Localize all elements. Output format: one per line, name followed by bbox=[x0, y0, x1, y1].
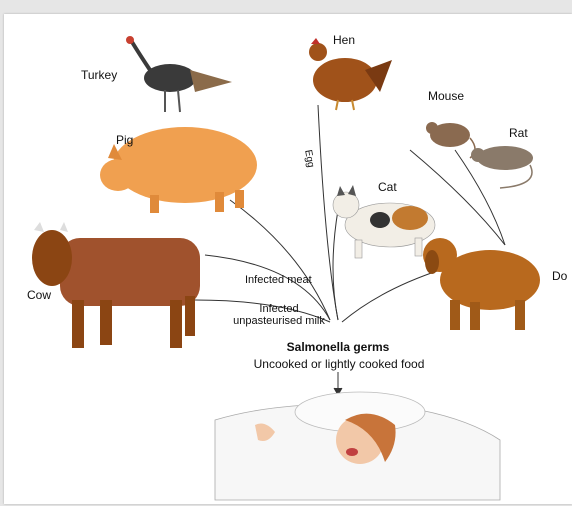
cat-figure bbox=[333, 185, 435, 258]
hen-label: Hen bbox=[333, 34, 355, 47]
uncooked-food-label: Uncooked or lightly cooked food bbox=[228, 358, 450, 371]
salmonella-germs-label: Salmonella germs bbox=[260, 341, 416, 354]
rat-figure bbox=[471, 146, 533, 188]
cow-figure bbox=[32, 222, 200, 348]
rat-label: Rat bbox=[509, 127, 528, 140]
pig-label: Pig bbox=[116, 134, 133, 147]
dog-label: Do bbox=[552, 270, 567, 283]
cat-label: Cat bbox=[378, 181, 397, 194]
mouse-figure bbox=[426, 122, 475, 158]
line-dog bbox=[342, 270, 440, 322]
infected-milk-line1: Infected bbox=[215, 303, 343, 315]
turkey-figure bbox=[126, 36, 232, 112]
turkey-label: Turkey bbox=[81, 69, 117, 82]
hen-figure bbox=[309, 38, 392, 110]
dog-figure bbox=[423, 238, 540, 330]
infected-milk-label: Infected unpasteurised milk bbox=[215, 303, 343, 327]
mouse-label: Mouse bbox=[428, 90, 464, 103]
infected-meat-label: Infected meat bbox=[245, 274, 312, 286]
sick-person-figure bbox=[215, 392, 500, 500]
infected-milk-line2: unpasteurised milk bbox=[215, 315, 343, 327]
cow-label: Cow bbox=[27, 289, 51, 302]
line-hen bbox=[318, 105, 338, 320]
